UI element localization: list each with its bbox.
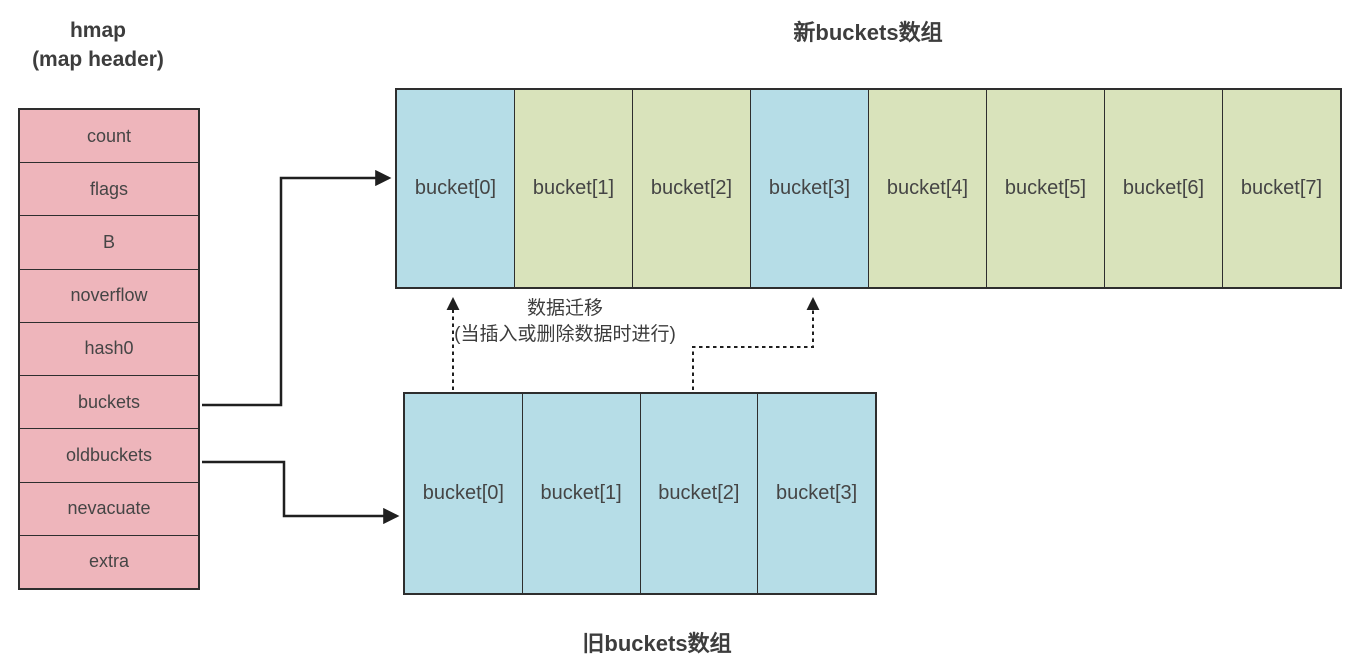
migration-label-line1: 数据迁移 bbox=[526, 298, 603, 319]
new-bucket-2: bucket[2] bbox=[633, 90, 751, 287]
hmap-field-flags: flags bbox=[20, 163, 198, 217]
old-bucket-0: bucket[0] bbox=[405, 394, 523, 593]
old-bucket-2: bucket[2] bbox=[640, 394, 759, 593]
new-bucket-5: bucket[5] bbox=[987, 90, 1105, 287]
hmap-title-line2: (map header) bbox=[32, 48, 164, 71]
old-bucket-3: bucket[3] bbox=[758, 394, 875, 593]
hmap-field-b: B bbox=[20, 216, 198, 270]
hmap-field-nevacuate: nevacuate bbox=[20, 483, 198, 536]
buckets-pointer-arrow bbox=[202, 169, 392, 407]
new-bucket-6: bucket[6] bbox=[1105, 90, 1223, 287]
old-buckets-array: bucket[0] bucket[1] bucket[2] bucket[3] bbox=[403, 392, 877, 595]
migration-label: 数据迁移 (当插入或删除数据时进行) bbox=[415, 296, 715, 348]
old-array-title: 旧buckets数组 bbox=[582, 631, 732, 656]
new-bucket-0: bucket[0] bbox=[397, 90, 515, 287]
hmap-field-hash0: hash0 bbox=[20, 323, 198, 377]
hmap-title-line1: hmap bbox=[69, 19, 126, 42]
hmap-struct-box: count flags B noverflow hash0 buckets ol… bbox=[18, 108, 200, 590]
new-bucket-1: bucket[1] bbox=[515, 90, 633, 287]
migration-label-line2: (当插入或删除数据时进行) bbox=[454, 324, 676, 345]
hmap-field-count: count bbox=[20, 110, 198, 164]
hmap-title: hmap (map header) bbox=[8, 16, 188, 74]
new-buckets-array: bucket[0] bucket[1] bucket[2] bucket[3] … bbox=[395, 88, 1342, 289]
new-bucket-4: bucket[4] bbox=[869, 90, 987, 287]
oldbuckets-pointer-arrow bbox=[202, 460, 400, 525]
hmap-field-oldbuckets: oldbuckets bbox=[20, 429, 198, 483]
old-bucket-1: bucket[1] bbox=[522, 394, 641, 593]
new-array-title: 新buckets数组 bbox=[793, 20, 943, 45]
hmap-field-noverflow: noverflow bbox=[20, 270, 198, 323]
hmap-field-buckets: buckets bbox=[20, 376, 198, 430]
new-bucket-7: bucket[7] bbox=[1223, 90, 1340, 287]
hmap-field-extra: extra bbox=[88, 551, 130, 572]
new-bucket-3: bucket[3] bbox=[751, 90, 869, 287]
